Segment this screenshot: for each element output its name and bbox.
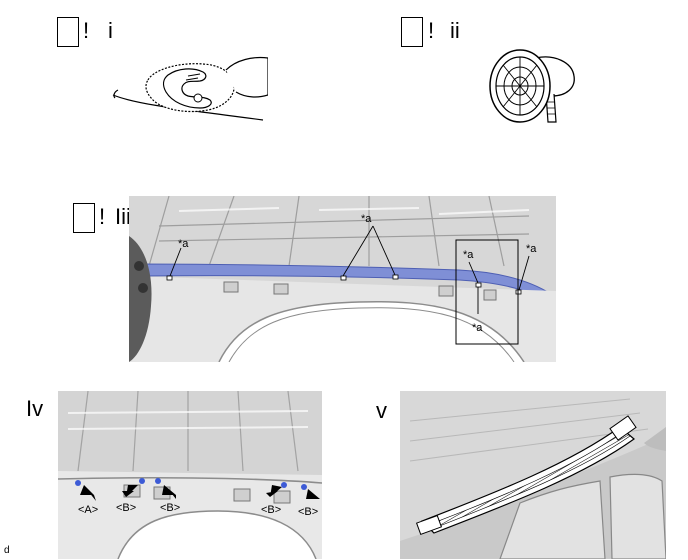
clip-location-drawing xyxy=(58,391,322,559)
step-ii-box xyxy=(401,17,423,47)
callout-a-4: *a xyxy=(526,243,537,255)
panel-v-label: v xyxy=(376,398,387,423)
step-i-box xyxy=(57,17,79,47)
step-iii-mark: ! xyxy=(99,204,106,229)
footer-mark: d xyxy=(4,545,10,556)
wiping-hand-icon xyxy=(112,56,268,121)
step-i-label: i xyxy=(108,18,113,43)
step-i-mark: ! xyxy=(83,18,90,43)
callout-a-1: *a xyxy=(178,238,189,250)
callout-a-3: *a xyxy=(463,249,474,261)
arrow-icon xyxy=(80,485,320,501)
roof-exterior-drawing xyxy=(400,391,666,559)
roof-exterior-panel xyxy=(400,391,666,559)
panel-iv-label: Iv xyxy=(26,396,44,421)
clip-tag-b-4: <B> xyxy=(298,506,319,518)
step-iii-label: Iii xyxy=(115,204,131,229)
clip-tag-b-2: <B> xyxy=(160,502,181,514)
heat-gun-illustration xyxy=(484,44,580,130)
clip-tag-a: <A> xyxy=(78,504,99,516)
roof-interior-panel xyxy=(129,196,556,362)
roof-interior-drawing xyxy=(129,196,556,362)
clip-tag-b-1: <B> xyxy=(116,502,137,514)
clip-tag-b-3: <B> xyxy=(261,504,282,516)
wiping-hand-illustration xyxy=(108,40,268,126)
heat-gun-icon xyxy=(489,49,575,123)
callout-a-5: *a xyxy=(472,322,483,334)
step-ii-label: ii xyxy=(450,18,460,43)
callout-a-2: *a xyxy=(361,213,372,225)
step-ii-mark: ! xyxy=(428,18,435,43)
clip-location-panel xyxy=(58,391,322,559)
step-iii-box xyxy=(73,203,95,233)
